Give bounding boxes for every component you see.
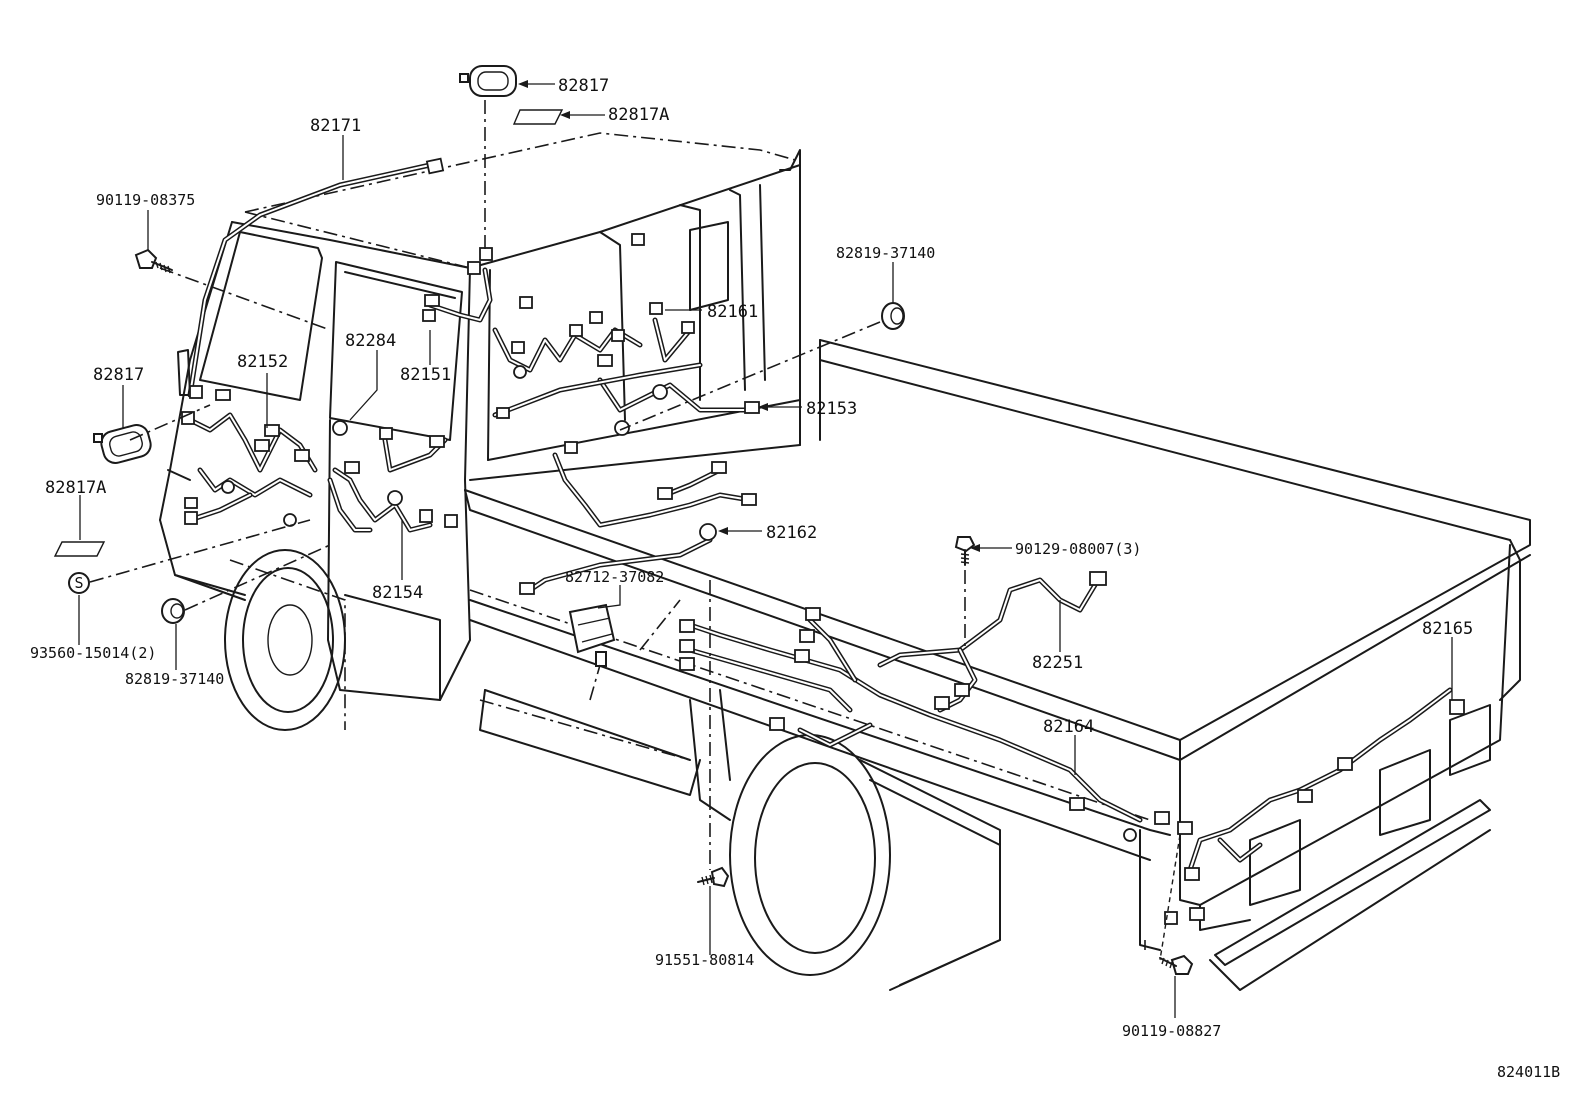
callout-90119-08827: 90119-08827 (1122, 1022, 1221, 1040)
figure-code: 824011B (1497, 1063, 1560, 1081)
truck-bed-outline (464, 339, 1531, 991)
bolt-90119-08375 (134, 248, 173, 274)
screw-90129-08007 (954, 536, 976, 566)
harness-82251-bed (877, 571, 1107, 713)
callout-82171: 82171 (310, 116, 361, 136)
harness-82152-dash (181, 389, 318, 525)
callout-82817A-left: 82817A (45, 478, 106, 498)
callout-82151: 82151 (400, 365, 451, 385)
grommet-mark-s: S (74, 574, 83, 592)
callout-82161: 82161 (707, 302, 758, 322)
callout-82819-37140-left: 82819-37140 (125, 670, 224, 688)
callout-91551-80814: 91551-80814 (655, 951, 754, 969)
rear-wheel (689, 689, 1001, 991)
placement-lines (89, 100, 1181, 961)
callout-90129-08007: 90129-08007(3) (1015, 540, 1141, 558)
pad-82817A-left (53, 541, 106, 557)
leader-lines (78, 80, 1453, 1018)
relay-block-82712-37082 (568, 603, 616, 667)
truck-cab-outline (159, 132, 801, 796)
callout-82251: 82251 (1032, 653, 1083, 673)
callout-82153: 82153 (806, 399, 857, 419)
callout-82152: 82152 (237, 352, 288, 372)
callout-82712-37082: 82712-37082 (565, 568, 664, 586)
callout-93560-15014: 93560-15014(2) (30, 644, 156, 662)
callout-82817A-top: 82817A (608, 105, 669, 125)
harness-82162-cab-back (519, 441, 757, 595)
harness-82151-pillar (422, 247, 493, 323)
grommet-82819-37140-left (161, 598, 185, 624)
harness-82171-roof (187, 157, 445, 399)
callout-82819-37140-right: 82819-37140 (836, 244, 935, 262)
grommet-82819-37140-right (881, 302, 905, 330)
harness-82161-rear-wall (492, 233, 760, 436)
clip-93560-15014: S (68, 572, 90, 594)
callout-82817-top: 82817 (558, 76, 609, 96)
room-lamp-82817-top (459, 65, 517, 97)
callout-82162: 82162 (766, 523, 817, 543)
callout-82165: 82165 (1422, 619, 1473, 639)
harness-82154-floor (283, 420, 458, 533)
harness-82165-rear (1164, 687, 1465, 925)
callout-labels: 82817 82817A 82171 90119-08375 82819-371… (30, 76, 1560, 1081)
pad-82817A-top (512, 109, 564, 125)
bolt-91551-80814 (697, 866, 730, 888)
callout-82284: 82284 (345, 331, 396, 351)
callout-90119-08375: 90119-08375 (96, 191, 195, 209)
callout-82154: 82154 (372, 583, 423, 603)
room-lamp-82817-left (93, 424, 152, 464)
harness-82164-frame (679, 607, 1193, 842)
bolt-90119-08827 (1159, 954, 1194, 975)
callout-82164: 82164 (1043, 717, 1094, 737)
callout-82817-left: 82817 (93, 365, 144, 385)
